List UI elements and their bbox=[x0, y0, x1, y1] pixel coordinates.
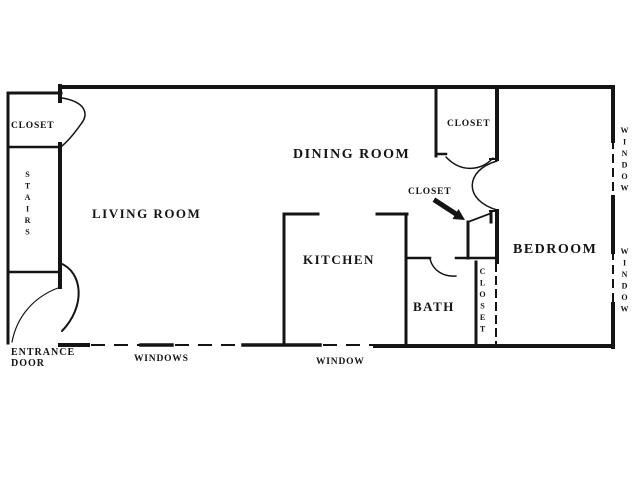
entrance-door-label-line2: DOOR bbox=[11, 357, 45, 369]
hall-closet-label: CLOSET bbox=[408, 187, 452, 197]
door-swings bbox=[11, 97, 498, 343]
window-right-upper-label: WINDOW bbox=[620, 126, 629, 195]
windows-bottom-left-label: WINDOWS bbox=[134, 354, 189, 364]
entrance-door-label-line1: ENTRANCE bbox=[11, 347, 76, 358]
window-right-lower-label: WINDOW bbox=[620, 247, 629, 316]
window-wall-dashes bbox=[91, 140, 614, 346]
dining-closet-label: CLOSET bbox=[447, 119, 491, 129]
entrance-door-label: ENTRANCE DOOR bbox=[11, 347, 76, 369]
living-room-label: LIVING ROOM bbox=[92, 206, 202, 221]
dining-room-label: DINING ROOM bbox=[293, 147, 411, 162]
bath-closet-label: CLOSET bbox=[478, 267, 487, 336]
interior-walls bbox=[6, 84, 499, 347]
closet-pointer-arrow-icon bbox=[432, 197, 465, 220]
entry-closet-label: CLOSET bbox=[11, 121, 55, 131]
stairs-label: STAIRS bbox=[23, 170, 32, 239]
bedroom-label: BEDROOM bbox=[513, 242, 598, 257]
kitchen-label: KITCHEN bbox=[303, 252, 375, 267]
window-bottom-center-label: WINDOW bbox=[316, 357, 365, 367]
outer-walls bbox=[6, 85, 615, 349]
bath-label: BATH bbox=[413, 299, 455, 314]
